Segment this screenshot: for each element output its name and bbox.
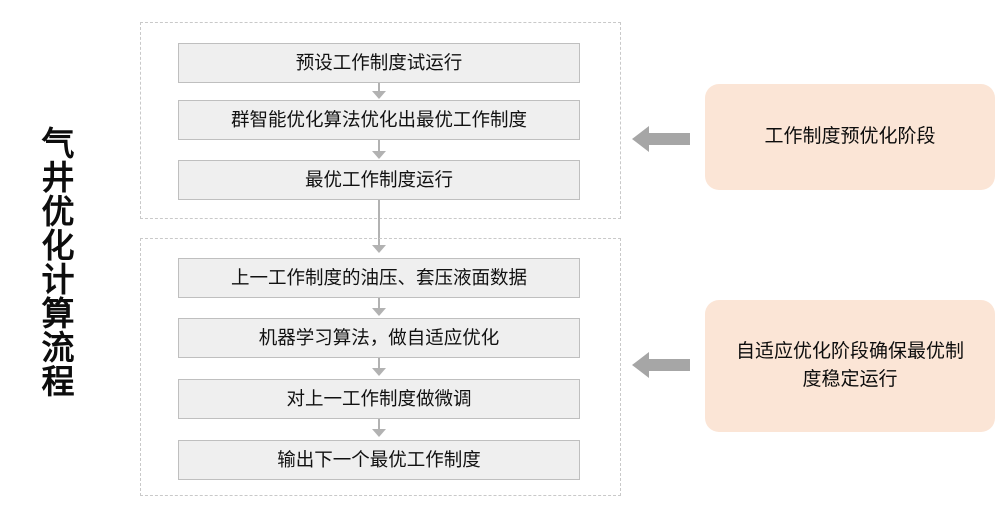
connector-arrowhead-4 — [372, 308, 386, 316]
callout-adaptive-stage: 自适应优化阶段确保最优制度稳定运行 — [705, 300, 995, 432]
page-title: 气井优化计算流程 — [37, 126, 74, 398]
connector-arrowhead-3 — [372, 245, 386, 253]
group-adaptive-optimization — [140, 238, 621, 496]
connector-arrowhead-6 — [372, 429, 386, 437]
connector-arrowhead-5 — [372, 368, 386, 376]
connector-line-4 — [378, 298, 380, 309]
step-box-fine-tune-regime[interactable]: 对上一工作制度做微调 — [178, 379, 580, 419]
callout-preoptimization-stage: 工作制度预优化阶段 — [705, 84, 995, 190]
step-box-preset-trial-run[interactable]: 预设工作制度试运行 — [178, 43, 580, 83]
connector-line-1 — [378, 83, 380, 92]
step-box-machine-learning-adaptive[interactable]: 机器学习算法，做自适应优化 — [178, 318, 580, 358]
connector-line-6 — [378, 419, 380, 430]
connector-line-5 — [378, 358, 380, 369]
connector-arrowhead-1 — [372, 91, 386, 99]
step-box-optimal-regime-run[interactable]: 最优工作制度运行 — [178, 160, 580, 200]
step-box-previous-regime-data[interactable]: 上一工作制度的油压、套压液面数据 — [178, 258, 580, 298]
connector-arrowhead-2 — [372, 151, 386, 159]
step-box-swarm-intelligence-optimization[interactable]: 群智能优化算法优化出最优工作制度 — [178, 100, 580, 140]
left-block-arrow-icon — [632, 126, 690, 152]
group-preoptimization — [140, 22, 621, 219]
step-box-output-next-optimal-regime[interactable]: 输出下一个最优工作制度 — [178, 440, 580, 480]
left-block-arrow-icon — [632, 352, 690, 378]
connector-line-2 — [378, 140, 380, 152]
connector-line-3 — [378, 200, 380, 246]
